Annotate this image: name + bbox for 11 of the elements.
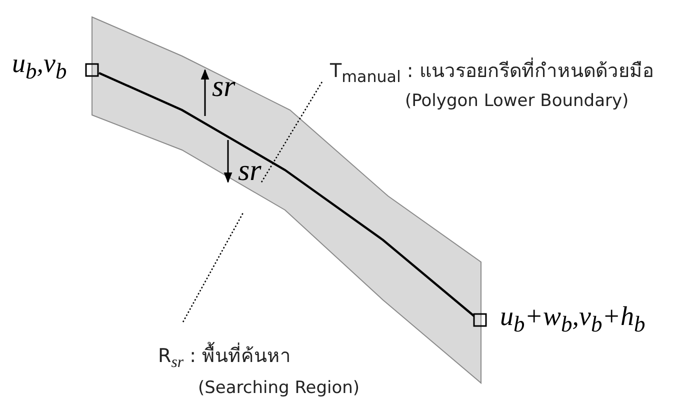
dimension-label: sr bbox=[212, 72, 236, 102]
callout-subtitle: (Searching Region) bbox=[198, 378, 360, 398]
coordinate-label: u$_{b}$+w$_{b}$,v$_{b}$+h$_{b}$ bbox=[500, 303, 646, 336]
callout-label: T$_{manual}$ : แนวรอยกรีดที่กำหนดด้วยมือ bbox=[330, 60, 654, 86]
coordinate-label: u$_{b}$,v$_{b}$ bbox=[12, 50, 67, 83]
leader-line bbox=[182, 212, 244, 322]
point-marker bbox=[85, 63, 99, 77]
dimension-label: sr bbox=[238, 156, 262, 186]
leader-line bbox=[260, 82, 323, 184]
point-marker bbox=[473, 313, 487, 327]
callout-subtitle: (Polygon Lower Boundary) bbox=[405, 91, 629, 112]
